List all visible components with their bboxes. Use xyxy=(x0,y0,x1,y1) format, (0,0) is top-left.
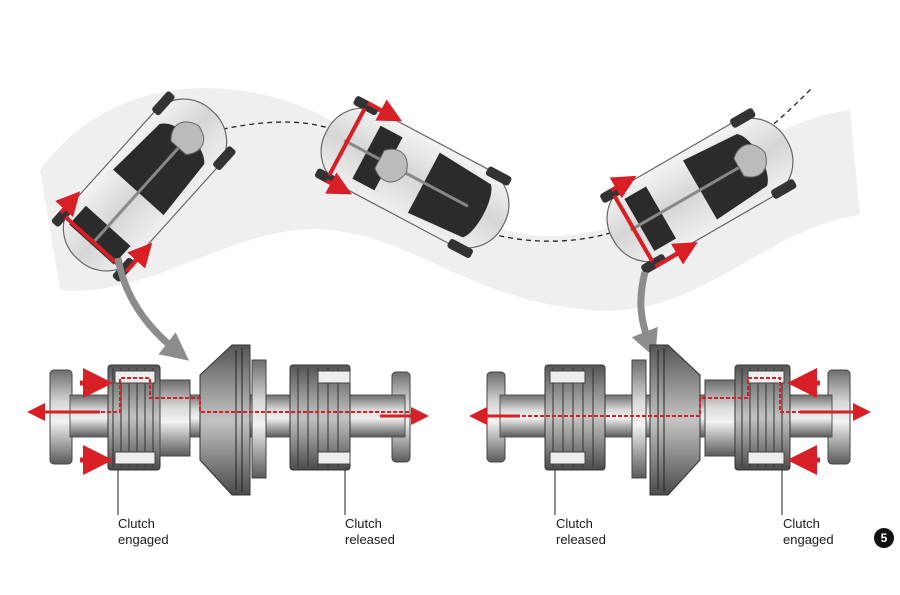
label-left-clutch-released: Clutch released xyxy=(345,516,395,548)
label-line-2: engaged xyxy=(118,532,169,547)
label-right-clutch-released: Clutch released xyxy=(556,516,606,548)
car-2 xyxy=(314,96,512,258)
car-3 xyxy=(600,108,797,274)
pointer-arrow-left xyxy=(114,257,190,361)
label-right-clutch-engaged: Clutch engaged xyxy=(783,516,834,548)
car-1 xyxy=(51,91,236,282)
differential-left xyxy=(27,344,429,515)
label-line-2: engaged xyxy=(783,532,834,547)
pointer-arrow-right xyxy=(631,271,658,358)
label-line-2: released xyxy=(556,532,606,547)
label-line-2: released xyxy=(345,532,395,547)
label-line-1: Clutch xyxy=(345,516,382,531)
label-line-1: Clutch xyxy=(783,516,820,531)
label-line-1: Clutch xyxy=(118,516,155,531)
differential-right xyxy=(469,344,871,515)
label-left-clutch-engaged: Clutch engaged xyxy=(118,516,169,548)
label-line-1: Clutch xyxy=(556,516,593,531)
figure-number-badge: 5 xyxy=(874,528,894,548)
